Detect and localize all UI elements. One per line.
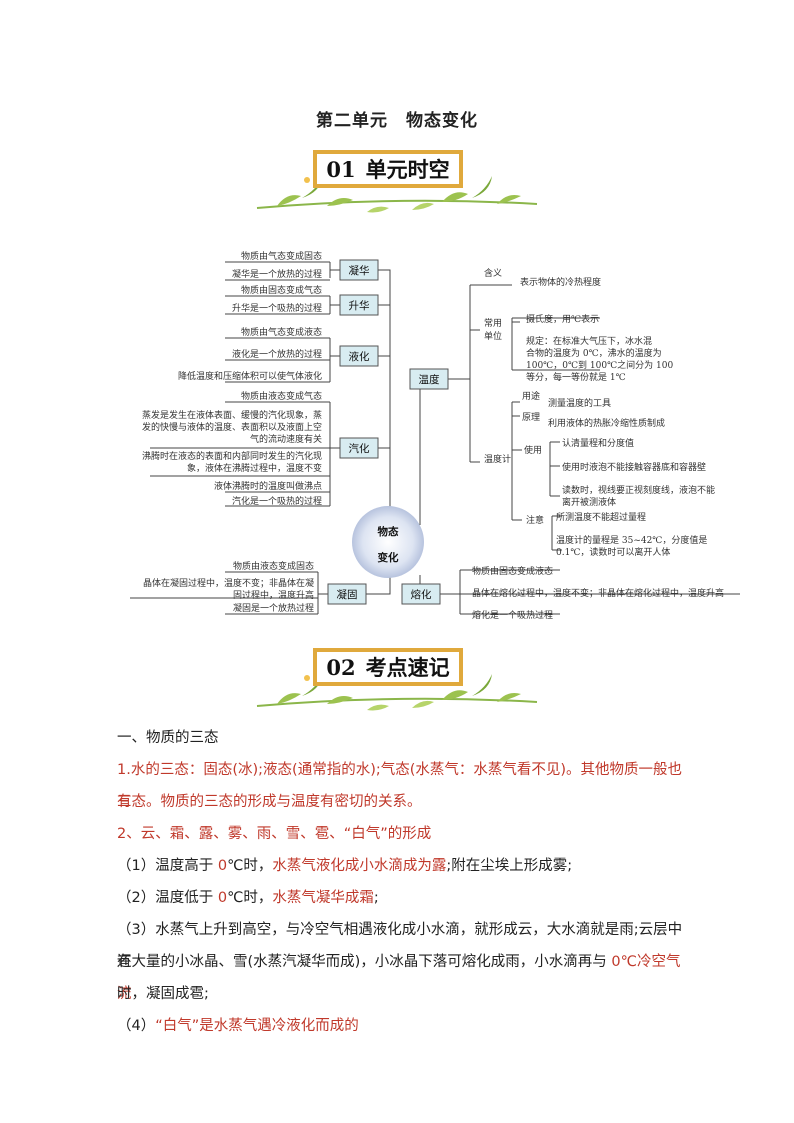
mm-label: 使用: [524, 444, 542, 456]
page-title: 第二单元 物态变化: [316, 111, 478, 131]
text-span: （1）温度高于: [117, 858, 218, 874]
item-2: （2）温度低于 0℃时，水蒸气凝华成霜;: [117, 882, 687, 914]
mm-text: 物质由气态变成液态: [241, 326, 322, 338]
number-label: 1.: [117, 762, 131, 778]
node-ninggu: 凝固: [337, 589, 358, 601]
text-span: 0: [217, 858, 228, 874]
mm-label: 原理: [522, 412, 540, 423]
paragraph-1-line-1: 1.水的三态：固态(冰);液态(通常指的水);气态(水蒸气：水蒸气看不见)。其他…: [117, 754, 687, 818]
mm-text: 凝华是一个放热的过程: [232, 268, 322, 280]
mm-text: 固过程中，温度升高: [233, 589, 314, 601]
mm-text: 100℃，0℃到 100℃之间分为 100: [526, 359, 673, 371]
node-ronghua: 熔化: [411, 588, 432, 601]
mm-label: 注意: [526, 514, 544, 526]
text-span: ℃时，: [227, 890, 273, 906]
mm-text: 物质由固态变成液态: [472, 565, 553, 577]
mm-text: 测量温度的工具: [548, 397, 611, 409]
item-3-line-2: 有大量的小冰晶、雪(水蒸汽凝华而成)，小冰晶下落可熔化成雨，小水滴再与 0℃冷空…: [117, 946, 687, 1010]
mm-text: 利用液体的热胀冷缩性质制成: [548, 417, 665, 429]
mm-text: 沸腾时在液态的表面和内部同时发生的汽化现: [142, 450, 322, 462]
text-span: ℃冷空气流: [117, 954, 681, 1002]
text-span: 0: [217, 890, 228, 906]
mm-text: 液化是一个放热的过程: [232, 348, 322, 360]
mm-text: 晶体在熔化过程中，温度不变；非晶体在熔化过程中，温度升高: [472, 587, 724, 599]
banner-2-box: 02 考点速记: [313, 648, 463, 686]
item-3-line-1: （3）水蒸气上升到高空，与冷空气相遇液化成小水滴，就形成云，大水滴就是雨;云层中…: [117, 922, 683, 970]
paragraph-1-line-2: 三态。物质的三态的形成与温度有密切的关系。: [117, 794, 422, 810]
mm-text: 降低温度和压缩体积可以使气体液化: [178, 370, 322, 382]
mm-text: 0.1℃，读数时可以离开人体: [556, 546, 670, 558]
text-span: 水蒸气液化成小水滴成为露: [272, 858, 447, 874]
mm-text: 汽化是一个吸热的过程: [232, 495, 322, 507]
node-qihua: 汽化: [349, 442, 370, 455]
item-3-line-3: 时，凝固成雹;: [117, 986, 209, 1002]
mm-text: 温度计的量程是 35~42℃，分度值是: [556, 534, 707, 546]
mm-text: 熔化是一个吸热过程: [472, 609, 553, 621]
banner-1-box: 01 单元时空: [313, 150, 463, 188]
mm-text: 读数时，视线要正视刻度线，液泡不能: [562, 484, 715, 496]
banner-2-number: 02: [326, 654, 356, 680]
paragraph-2: 2、云、霜、露、雾、雨、雪、雹、“白气”的形成: [117, 826, 432, 842]
section-heading: 一、物质的三态: [117, 730, 219, 746]
text-span: 0: [611, 954, 621, 970]
mm-text: 表示物体的冷热程度: [520, 276, 601, 288]
text-span: （2）温度低于: [117, 890, 218, 906]
node-shenghua: 升华: [349, 299, 370, 312]
mm-text: 晶体在凝固过程中，温度不变；非晶体在凝: [143, 577, 314, 589]
text-span: （4）: [117, 1018, 156, 1034]
node-yehua: 液化: [349, 350, 370, 363]
mm-text: 液体沸腾时的温度叫做沸点: [214, 480, 322, 492]
center-label-2: 变化: [378, 551, 399, 564]
mm-text: 物质由液态变成气态: [241, 390, 322, 402]
item-4: （4）“白气”是水蒸气遇冷液化而成的: [117, 1010, 687, 1042]
item-1: （1）温度高于 0℃时，水蒸气液化成小水滴成为露;附在尘埃上形成雾;: [117, 850, 687, 882]
mindmap: 物态 变化 凝华 升华 液化 汽化 凝固 温度 熔化 物质由气态变成固态 凝华是…: [130, 250, 740, 621]
mm-text: 所测温度不能超过量程: [556, 511, 646, 523]
mm-text: 物质由液态变成固态: [233, 560, 314, 572]
mm-label: 常用: [484, 317, 502, 329]
mm-text: 物质由固态变成气态: [241, 284, 322, 296]
mm-text: 象，液体在沸腾过程中，温度不变: [187, 462, 322, 474]
text-span: ;: [373, 890, 379, 906]
mm-text: 摄氏度，用℃表示: [526, 313, 599, 325]
mm-text: 合物的温度为 0℃，沸水的温度为: [526, 347, 662, 359]
section-banner-1: 01 单元时空: [247, 150, 547, 220]
text-span: ℃时，: [227, 858, 273, 874]
mm-text: 使用时液泡不能接触容器底和容器壁: [562, 461, 706, 473]
mm-text: 升华是一个吸热的过程: [232, 302, 322, 314]
mm-label: 含义: [484, 267, 502, 279]
text-span: 有大量的小冰晶、雪(水蒸汽凝华而成)，小冰晶下落可熔化成雨，小水滴再与: [117, 954, 612, 970]
mm-text: 发的快慢与液体的温度、表面积以及液面上空: [142, 421, 322, 433]
mm-text: 气的流动速度有关: [250, 433, 322, 445]
center-label-1: 物态: [378, 525, 399, 538]
banner-1-text: 单元时空: [365, 157, 450, 182]
mm-text: 离开被测液体: [562, 496, 616, 508]
banner-1-number: 01: [326, 156, 356, 182]
banner-2-text: 考点速记: [365, 655, 450, 680]
mm-text: 蒸发是发生在液体表面、缓慢的汽化现象，蒸: [142, 409, 322, 421]
section-banner-2: 02 考点速记: [247, 648, 547, 718]
text-span: “白气”是水蒸气遇冷液化而成的: [155, 1018, 359, 1034]
node-ninghua: 凝华: [349, 264, 370, 277]
mm-label: 用途: [522, 390, 540, 402]
mm-label: 单位: [484, 330, 502, 342]
mm-text: 规定：在标准大气压下，冰水混: [526, 335, 652, 347]
node-wendu: 温度: [419, 373, 440, 386]
mm-text: 物质由气态变成固态: [241, 250, 322, 262]
text-span: 水蒸气凝华成霜: [272, 890, 374, 906]
mm-text: 认清量程和分度值: [562, 437, 634, 449]
text-span: ;附在尘埃上形成雾;: [446, 858, 573, 874]
text-span: 水的三态：固态(冰);液态(通常指的水);气态(水蒸气：水蒸气看不见)。其他物质…: [117, 762, 683, 810]
mm-label: 温度计: [484, 453, 511, 465]
center-node-icon: [352, 506, 424, 578]
mm-text: 凝固是一个放热过程: [233, 602, 314, 614]
mm-text: 等分，每一等份就是 1℃: [526, 371, 626, 383]
